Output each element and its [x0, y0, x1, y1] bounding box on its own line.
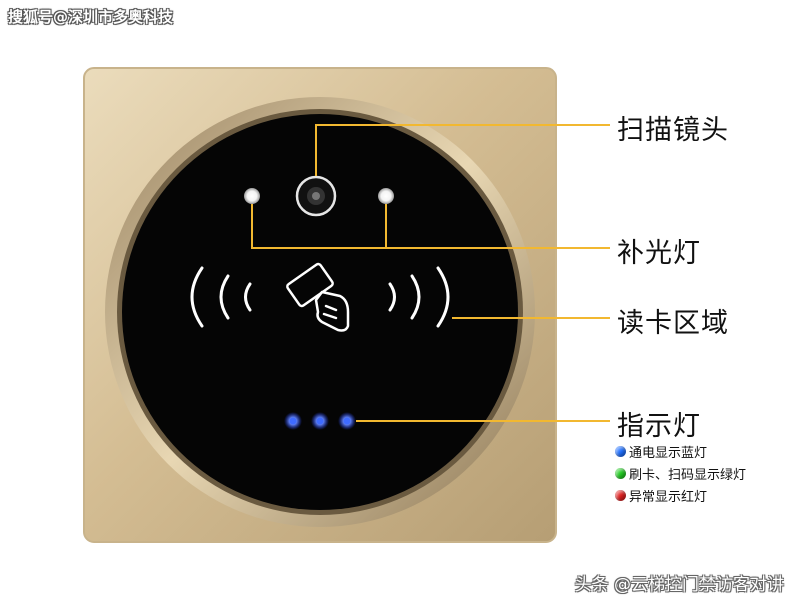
legend-text: 刷卡、扫码显示绿灯 [629, 467, 747, 483]
indicator-legend: 通电显示蓝灯 刷卡、扫码显示绿灯 异常显示红灯 [615, 440, 746, 506]
reader-face [122, 114, 518, 510]
legend-item: 刷卡、扫码显示绿灯 [615, 462, 746, 484]
rfid-wave-icon [190, 266, 252, 328]
card-tap-icon [286, 262, 350, 332]
legend-item: 异常显示红灯 [615, 484, 746, 506]
red-dot-icon [615, 489, 626, 501]
blue-dot-icon [615, 445, 626, 457]
watermark-bottom: 头条 @云梯控门禁访客对讲 [574, 575, 784, 595]
fill-light-icon [244, 188, 260, 204]
indicator-led-icon [284, 412, 356, 430]
legend-item: 通电显示蓝灯 [615, 440, 746, 462]
callout-lens: 扫描镜头 [617, 115, 729, 146]
callout-fill-light: 补光灯 [617, 238, 701, 269]
callout-reading-area: 读卡区域 [617, 308, 729, 339]
fill-light-icon [378, 188, 394, 204]
rfid-wave-icon [388, 266, 450, 328]
watermark-top: 搜狐号@深圳市多奥科技 [8, 8, 174, 26]
callout-indicator: 指示灯 [617, 411, 701, 442]
legend-text: 异常显示红灯 [629, 489, 708, 505]
legend-text: 通电显示蓝灯 [629, 445, 708, 461]
lens-icon [295, 175, 337, 217]
green-dot-icon [615, 467, 626, 479]
leader-lines [251, 124, 610, 422]
